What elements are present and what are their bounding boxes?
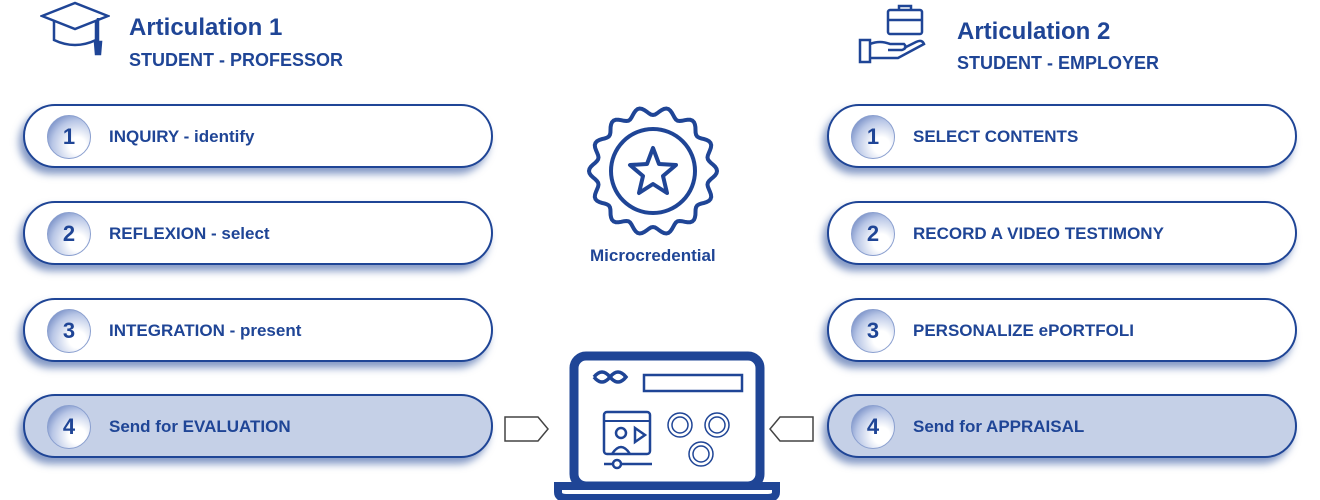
arrow-right-icon — [504, 416, 549, 442]
step-integration: 3 INTEGRATION - present — [23, 298, 493, 362]
step-label: SELECT CONTENTS — [913, 127, 1079, 146]
step-select-contents: 1 SELECT CONTENTS — [827, 104, 1297, 168]
briefcase-hand-icon — [858, 4, 926, 64]
step-label: PERSONALIZE ePORTFOLI — [913, 321, 1135, 340]
step-label: Send for EVALUATION — [109, 417, 291, 436]
step-send-appraisal: 4 Send for APPRAISAL — [827, 394, 1297, 458]
step-number: 3 — [47, 309, 91, 353]
step-label: RECORD A VIDEO TESTIMONY — [913, 224, 1164, 243]
microcredential-label: Microcredential — [590, 246, 716, 265]
microcredential-badge-icon — [586, 106, 720, 236]
step-personalize-eportfolio: 3 PERSONALIZE ePORTFOLI — [827, 298, 1297, 362]
step-number: 2 — [47, 212, 91, 256]
articulation-1-subtitle: STUDENT - PROFESSOR — [129, 50, 344, 70]
step-label: INQUIRY - identify — [109, 127, 255, 146]
graduation-cap-icon — [40, 1, 110, 56]
step-record-video: 2 RECORD A VIDEO TESTIMONY — [827, 201, 1297, 265]
step-number: 4 — [851, 405, 895, 449]
articulation-1-title: Articulation 1 — [129, 14, 283, 41]
step-send-evaluation: 4 Send for EVALUATION — [23, 394, 493, 458]
step-number: 1 — [851, 115, 895, 159]
step-label: REFLEXION - select — [109, 224, 270, 243]
step-inquiry: 1 INQUIRY - identify — [23, 104, 493, 168]
step-reflexion: 2 REFLEXION - select — [23, 201, 493, 265]
laptop-eportfolio-icon — [554, 351, 780, 500]
step-number: 4 — [47, 405, 91, 449]
arrow-left-icon — [769, 416, 814, 442]
step-number: 3 — [851, 309, 895, 353]
step-number: 2 — [851, 212, 895, 256]
step-label: Send for APPRAISAL — [913, 417, 1085, 436]
step-number: 1 — [47, 115, 91, 159]
articulation-2-subtitle: STUDENT - EMPLOYER — [957, 53, 1160, 73]
step-label: INTEGRATION - present — [109, 321, 302, 340]
articulation-2-title: Articulation 2 — [957, 18, 1111, 45]
